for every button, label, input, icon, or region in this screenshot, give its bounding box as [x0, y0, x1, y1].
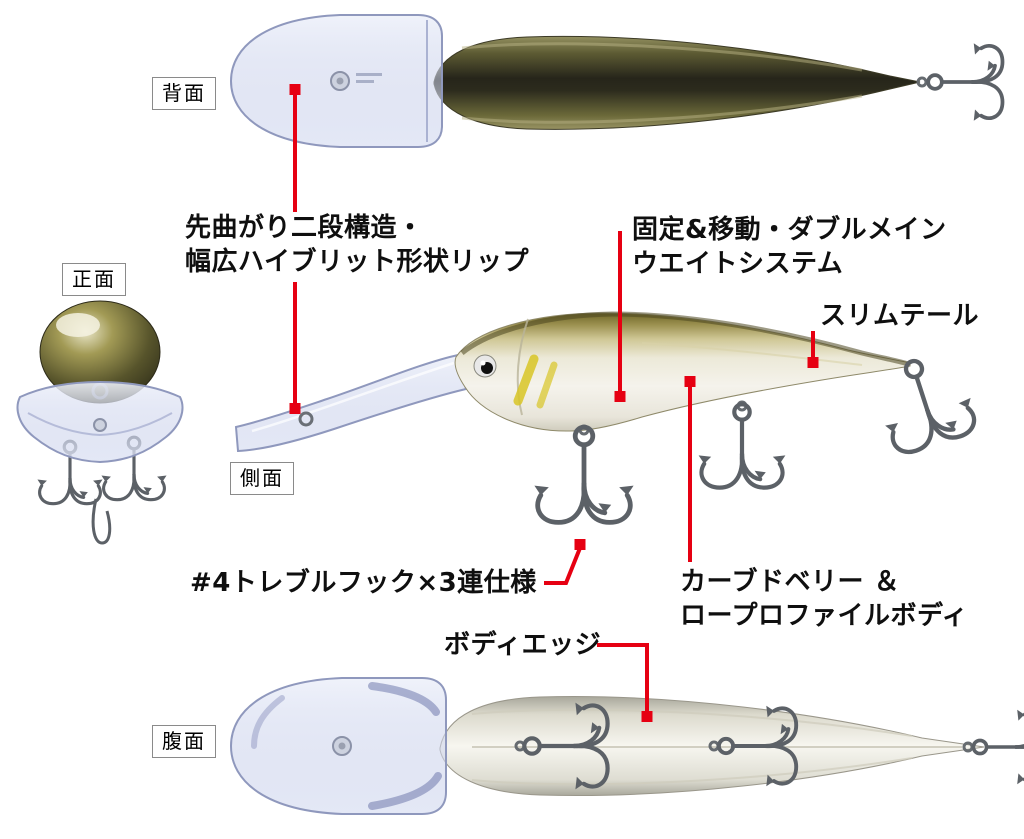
annotation-curved-belly-line2: ロープロファイルボディ	[680, 601, 969, 631]
lip-print-text	[356, 73, 382, 76]
front-hook-wire	[91, 498, 112, 545]
front-view-illustration	[16, 300, 184, 545]
scale-shimmer	[641, 342, 863, 366]
line-tie-side	[298, 411, 314, 427]
annotation-lip-line1: 先曲がり二段構造・	[185, 213, 424, 243]
view-label-side: 側面	[230, 462, 294, 495]
lip-smudge-2	[368, 772, 442, 810]
gill-mark-2	[536, 361, 558, 409]
tail-hanger-top	[916, 76, 928, 88]
view-label-back: 背面	[152, 77, 216, 110]
back-view-illustration	[229, 14, 1005, 148]
gill-mark-1	[513, 354, 539, 406]
lip-reflection	[251, 361, 455, 433]
lip-screw-front-icon	[93, 418, 107, 432]
body-sheen-bottom	[461, 94, 863, 124]
annotation-lip: 先曲がり二段構造・ 幅広ハイブリット形状リップ	[185, 211, 529, 279]
lip-curve-line	[27, 412, 173, 437]
side-view-illustration	[234, 311, 992, 538]
lip-smudge-1	[368, 682, 440, 716]
annotation-body-edge: ボディエッジ	[444, 630, 602, 660]
lure-body-top	[433, 35, 921, 130]
lip-smudge-3	[251, 695, 285, 749]
pointer-square-treble-hook	[574, 539, 586, 550]
view-label-belly: 腹面	[152, 725, 216, 758]
tail-treble-hook-top	[926, 41, 1005, 123]
annotation-lip-line2: 幅広ハイブリット形状リップ	[185, 247, 529, 277]
annotation-weight-line1: 固定&移動・ダブルメイン	[632, 215, 947, 245]
body-sheen-top	[461, 42, 863, 72]
head-seam	[516, 318, 529, 416]
back-ridge	[460, 311, 909, 367]
belly-treble-hook-2	[699, 404, 786, 487]
annotation-curved-belly-line1: カーブドベリー ＆	[680, 567, 900, 597]
annotation-weight-line2: ウエイトシステム	[632, 249, 844, 279]
belly-view-illustration	[229, 677, 1024, 815]
annotation-slim-tail: スリムテール	[820, 301, 980, 331]
annotation-curved-belly: カーブドベリー ＆ ロープロファイルボディ	[680, 565, 968, 633]
leader-treble-hook	[544, 547, 582, 585]
annotation-weight: 固定&移動・ダブルメイン ウエイトシステム	[632, 213, 947, 281]
view-label-front: 正面	[62, 263, 126, 296]
head-highlight	[56, 313, 100, 337]
belly-treble-hook-1	[534, 427, 633, 522]
annotation-treble-hook: #4トレブルフック×3連仕様	[190, 568, 537, 598]
